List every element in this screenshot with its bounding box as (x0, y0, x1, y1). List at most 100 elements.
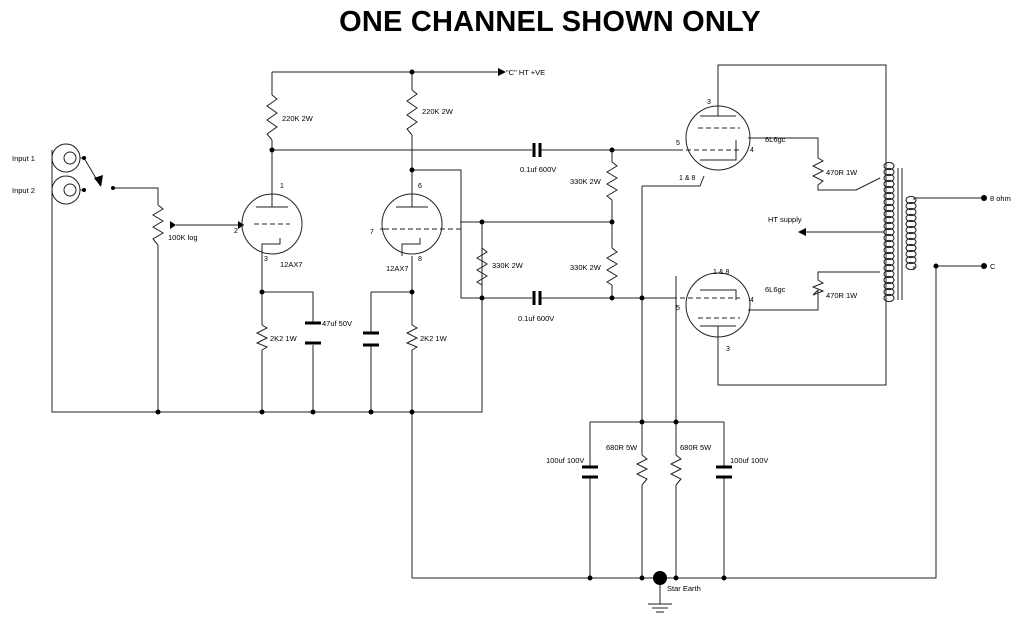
label-r-cath1: 2K2 1W (270, 334, 298, 343)
resistor-r-grid-bot (606, 247, 618, 286)
capacitor-c-cath2 (363, 331, 379, 347)
label-tube-p1: 6L6gc (765, 135, 786, 144)
tube-p2 (672, 272, 751, 338)
capacitor-c-bias2 (716, 465, 732, 479)
pin-p1-heater: 1 & 8 (679, 175, 695, 182)
capacitor-c-cath1 (305, 321, 321, 345)
switch-contact-2 (82, 188, 86, 192)
diagram-title: ONE CHANNEL SHOWN ONLY (339, 6, 761, 38)
input-2-jack (51, 175, 81, 205)
transformer-secondary-loop (905, 243, 917, 253)
resistor-r-cath1 (255, 324, 269, 351)
transformer-primary-loop (883, 275, 895, 285)
pin-p2-heater: 1 & 8 (713, 269, 729, 276)
transformer-secondary-loop (905, 195, 917, 205)
output-transformer (883, 161, 917, 303)
label-r-plate1: 220K 2W (282, 114, 314, 123)
transformer-primary-loop (883, 209, 895, 219)
transformer-primary-loop (883, 233, 895, 243)
transformer-primary-loop (883, 287, 895, 297)
label-c-couple1: 0.1uf 600V (520, 165, 556, 174)
label-r-plate2: 220K 2W (422, 107, 454, 116)
label-r-bias2: 680R 5W (680, 443, 712, 452)
label-c-cath1: 47uf 50V (322, 319, 352, 328)
label-input-1: Input 1 (12, 154, 35, 163)
label-r-pi: 330K 2W (492, 261, 524, 270)
transformer-primary-loop (883, 197, 895, 207)
switch-arrow (94, 175, 103, 187)
pin-p2-plate: 3 (726, 346, 730, 353)
label-tube-p2: 6L6gc (765, 285, 786, 294)
transformer-secondary-loop (905, 213, 917, 223)
label-ht-positive: "C" HT +VE (506, 68, 545, 77)
label-c-bias2: 100uf 100V (730, 456, 768, 465)
transformer-primary-loop (883, 191, 895, 201)
tube-v1 (241, 192, 303, 256)
transformer-primary-loop (883, 203, 895, 213)
resistor-r-screen2 (811, 279, 825, 296)
label-c-couple2: 0.1uf 600V (518, 314, 554, 323)
pin-v1-plate: 1 (280, 183, 284, 190)
transformer-secondary-loop (905, 219, 917, 229)
transformer-secondary-loop (905, 249, 917, 259)
pin-p1-plate: 3 (707, 99, 711, 106)
pot-wiper-arrow (170, 221, 176, 229)
pin-v2-grid: 7 (370, 229, 374, 236)
pin-v1-cathode: 3 (264, 256, 268, 263)
transformer-secondary-loop (905, 231, 917, 241)
pin-p1-screen: 4 (750, 147, 754, 154)
resistor-r-grid-top (606, 161, 618, 201)
star-earth-point (653, 571, 667, 585)
transformer-primary-loop (883, 245, 895, 255)
transformer-secondary-loop (905, 255, 917, 265)
pin-v2-plate: 6 (418, 183, 422, 190)
label-tube-v2: 12AX7 (386, 264, 409, 273)
tube-v2 (381, 192, 462, 256)
labels: Input 1 Input 2 "C" HT +VE HT supply 8 o… (12, 68, 1011, 593)
switch-contact-1 (82, 156, 86, 160)
resistor-r-bias2 (669, 454, 683, 486)
transformer-primary-loop (883, 161, 895, 171)
label-pot: 100K log (168, 233, 198, 242)
pin-p2-screen: 4 (750, 297, 754, 304)
label-input-2: Input 2 (12, 186, 35, 195)
transformer-secondary-loop (905, 201, 917, 211)
tube-p1 (678, 105, 751, 171)
resistor-r-plate1 (266, 94, 278, 141)
input-1-jack (51, 143, 81, 173)
capacitor-c-couple2 (532, 291, 542, 305)
label-r-bias1: 680R 5W (606, 443, 638, 452)
transformer-primary-loop (883, 281, 895, 291)
switch-common (111, 186, 115, 190)
transformer-primary-loop (883, 215, 895, 225)
label-r-grid-top: 330K 2W (570, 177, 602, 186)
transformer-primary-loop (883, 167, 895, 177)
transformer-primary-loop (883, 263, 895, 273)
transformer-primary-loop (883, 293, 895, 303)
label-r-cath2: 2K2 1W (420, 334, 448, 343)
transformer-secondary-loop (905, 207, 917, 217)
pin-p1-grid: 5 (676, 140, 680, 147)
input-jacks (51, 143, 115, 205)
label-c-bias1: 100uf 100V (546, 456, 584, 465)
pin-v1-grid: 2 (234, 228, 238, 235)
transformer-primary-loop (883, 269, 895, 279)
pin-p2-grid: 5 (676, 305, 680, 312)
transformer-primary-loop (883, 251, 895, 261)
pin-v2-cathode: 8 (418, 256, 422, 263)
capacitor-c-bias1 (582, 465, 598, 479)
label-r-grid-bot: 330K 2W (570, 263, 602, 272)
label-r-screen1: 470R 1W (826, 168, 858, 177)
wiring (51, 64, 984, 613)
resistors (152, 89, 825, 486)
transformer-primary-loop (883, 239, 895, 249)
resistor-r-pi (476, 247, 488, 286)
transformer-secondary-loop (905, 225, 917, 235)
capacitors (305, 143, 732, 479)
resistor-r-screen1 (811, 157, 825, 186)
transformer-secondary-loop (905, 261, 917, 271)
potentiometer (152, 204, 164, 246)
label-tube-v1: 12AX7 (280, 260, 303, 269)
transformer-primary-loop (883, 227, 895, 237)
